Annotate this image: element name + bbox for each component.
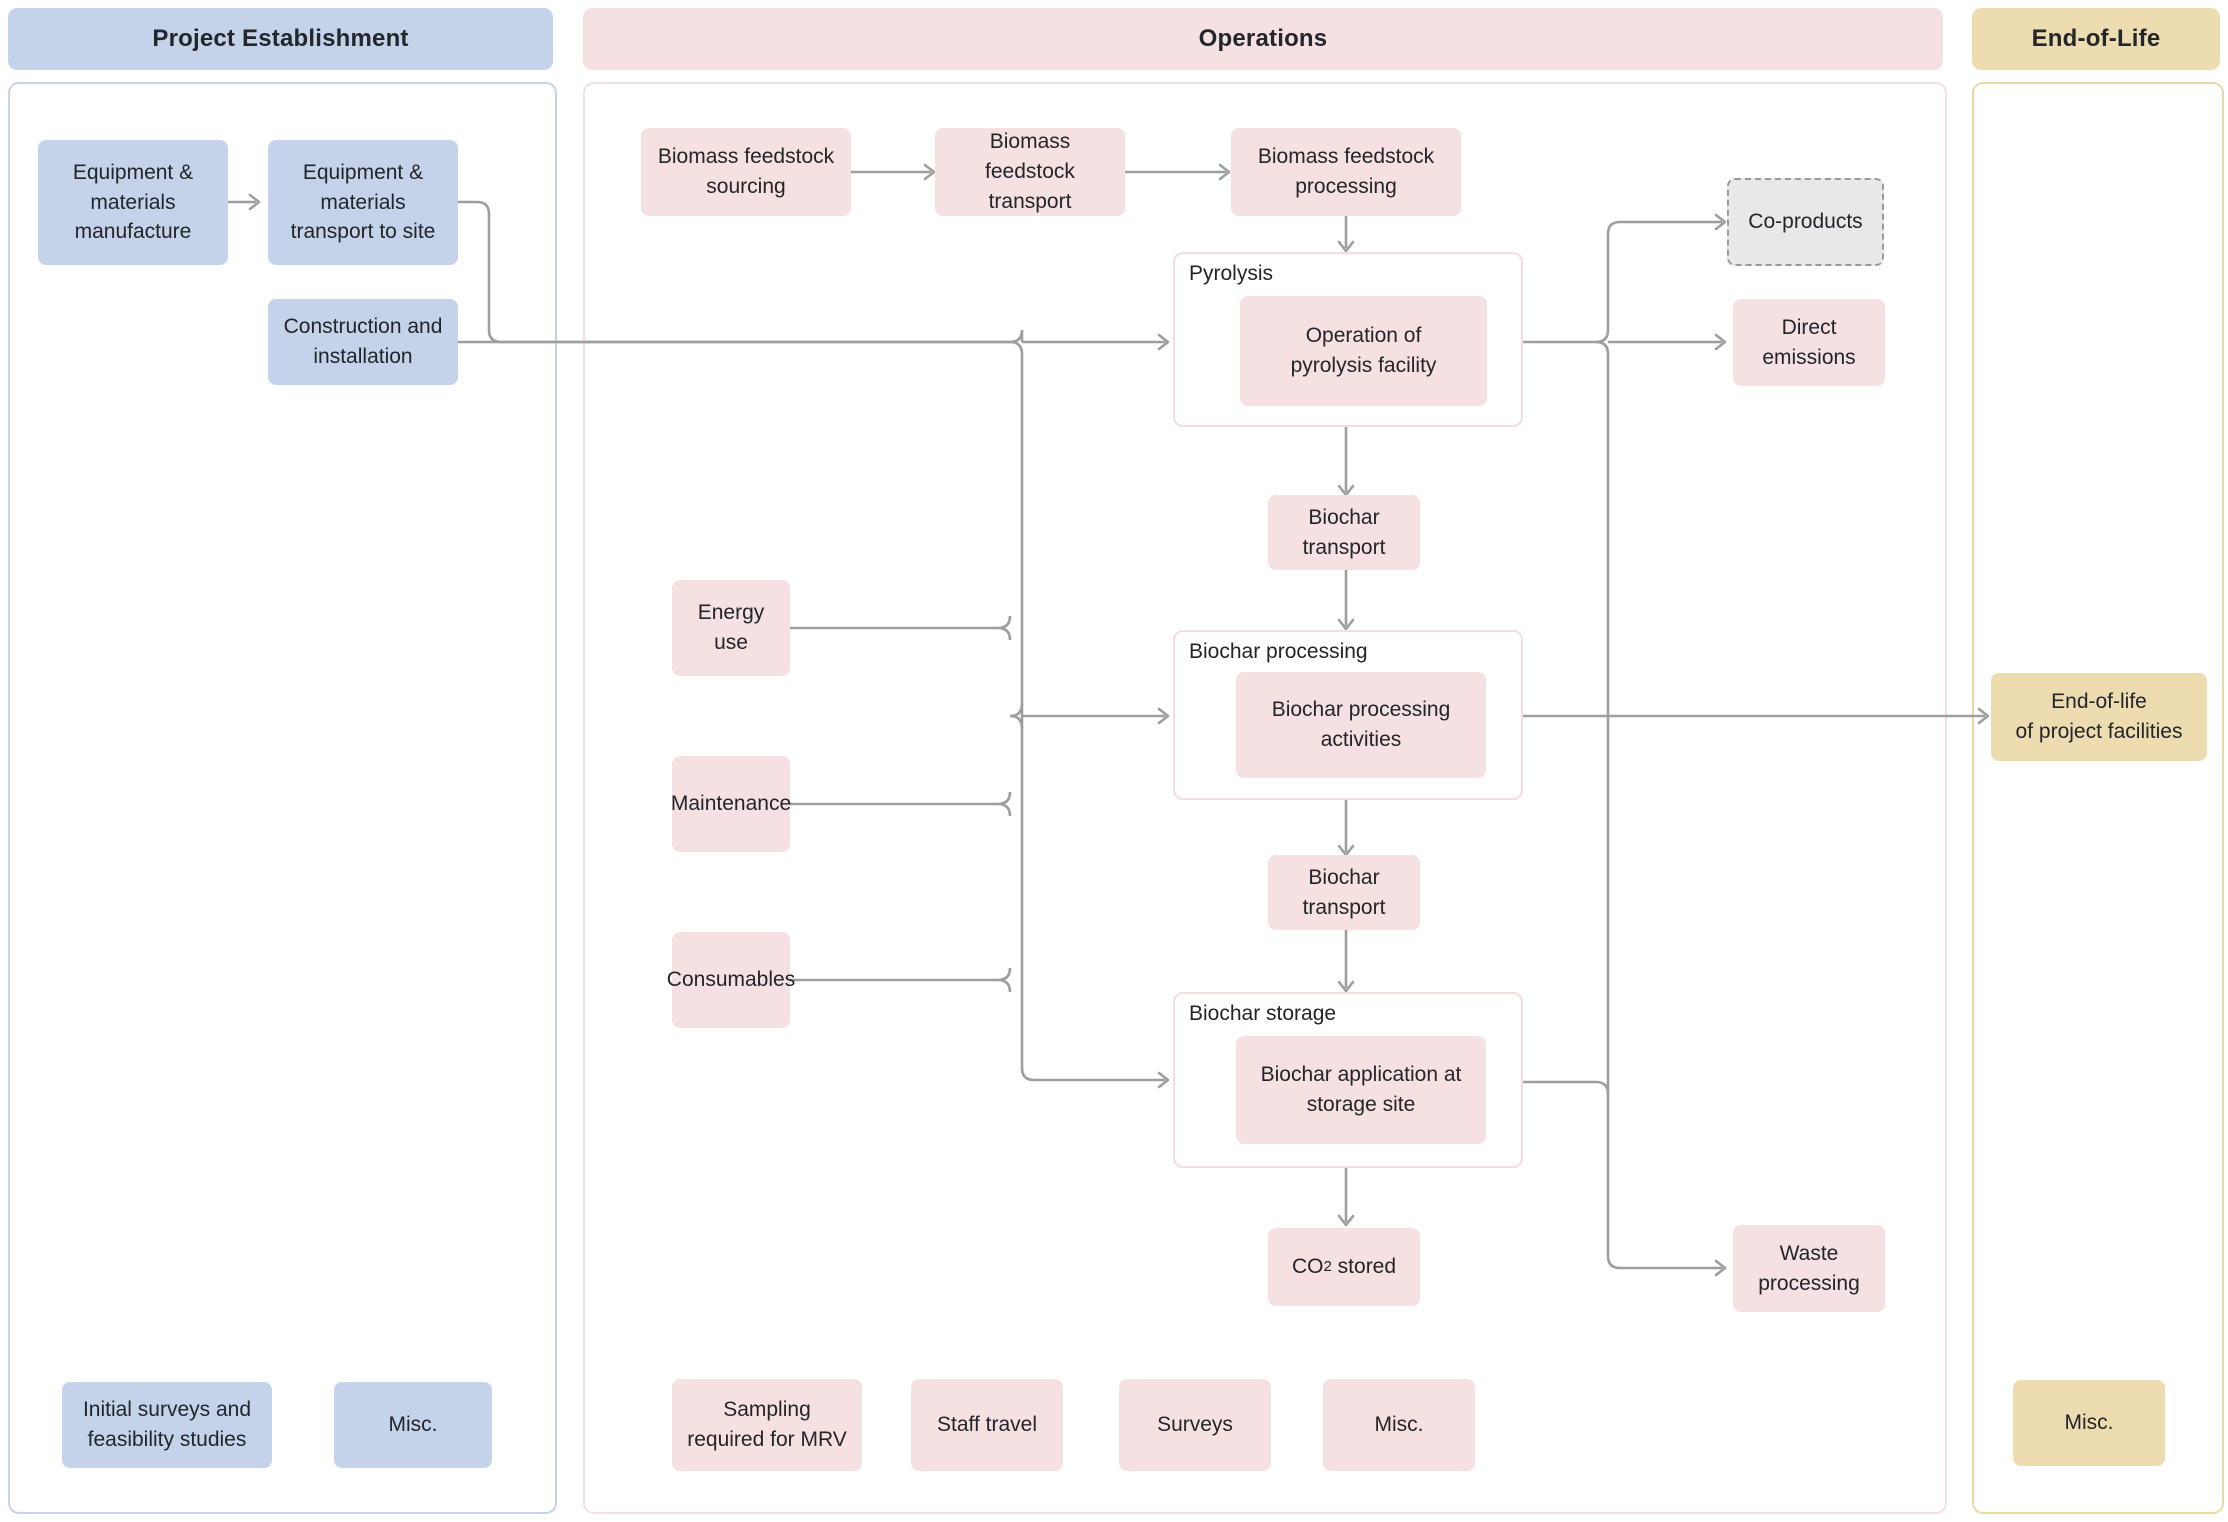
group-label-pyrolysis: Pyrolysis [1189,262,1274,285]
node-direct-emissions[interactable]: Direct emissions [1733,299,1885,386]
node-equipment-manufacture[interactable]: Equipment & materials manufacture [38,140,228,265]
node-staff-travel[interactable]: Staff travel [911,1379,1063,1471]
node-consumables[interactable]: Consumables [667,932,795,1028]
column-header-end-of-life: End-of-Life [1972,8,2220,70]
node-maintenance[interactable]: Maintenance [671,756,791,852]
node-biochar-processing-activities[interactable]: Biochar processing activities [1236,672,1486,778]
node-biomass-processing[interactable]: Biomass feedstock processing [1231,128,1461,216]
node-biomass-sourcing[interactable]: Biomass feedstock sourcing [641,128,851,216]
column-header-operations: Operations [583,8,1943,70]
node-co-products[interactable]: Co-products [1727,178,1884,266]
node-biochar-transport-after-pyrolysis[interactable]: Biochar transport [1268,495,1420,570]
node-misc-end-of-life[interactable]: Misc. [2013,1380,2165,1466]
node-end-of-life-of-project-facilities[interactable]: End-of-life of project facilities [1991,673,2207,761]
node-misc-operations[interactable]: Misc. [1323,1379,1475,1471]
node-construction-installation[interactable]: Construction and installation [268,299,458,385]
node-surveys[interactable]: Surveys [1119,1379,1271,1471]
node-biomass-transport[interactable]: Biomass feedstock transport [935,128,1125,216]
node-biochar-transport-after-processing[interactable]: Biochar transport [1268,855,1420,930]
node-initial-surveys[interactable]: Initial surveys and feasibility studies [62,1382,272,1468]
node-operation-of-pyrolysis-facility[interactable]: Operation of pyrolysis facility [1240,296,1487,406]
node-sampling-required-for-mrv[interactable]: Sampling required for MRV [672,1379,862,1471]
node-energy-use[interactable]: Energy use [672,580,790,676]
panel-project-establishment [8,82,557,1514]
node-equipment-transport[interactable]: Equipment & materials transport to site [268,140,458,265]
group-label-biochar-processing: Biochar processing [1189,640,1368,663]
node-misc-project-establishment[interactable]: Misc. [334,1382,492,1468]
node-biochar-application-at-storage-site[interactable]: Biochar application at storage site [1236,1036,1486,1144]
panel-end-of-life [1972,82,2224,1514]
group-label-biochar-storage: Biochar storage [1189,1002,1337,1025]
column-header-project-establishment: Project Establishment [8,8,553,70]
node-waste-processing[interactable]: Waste processing [1733,1225,1885,1312]
